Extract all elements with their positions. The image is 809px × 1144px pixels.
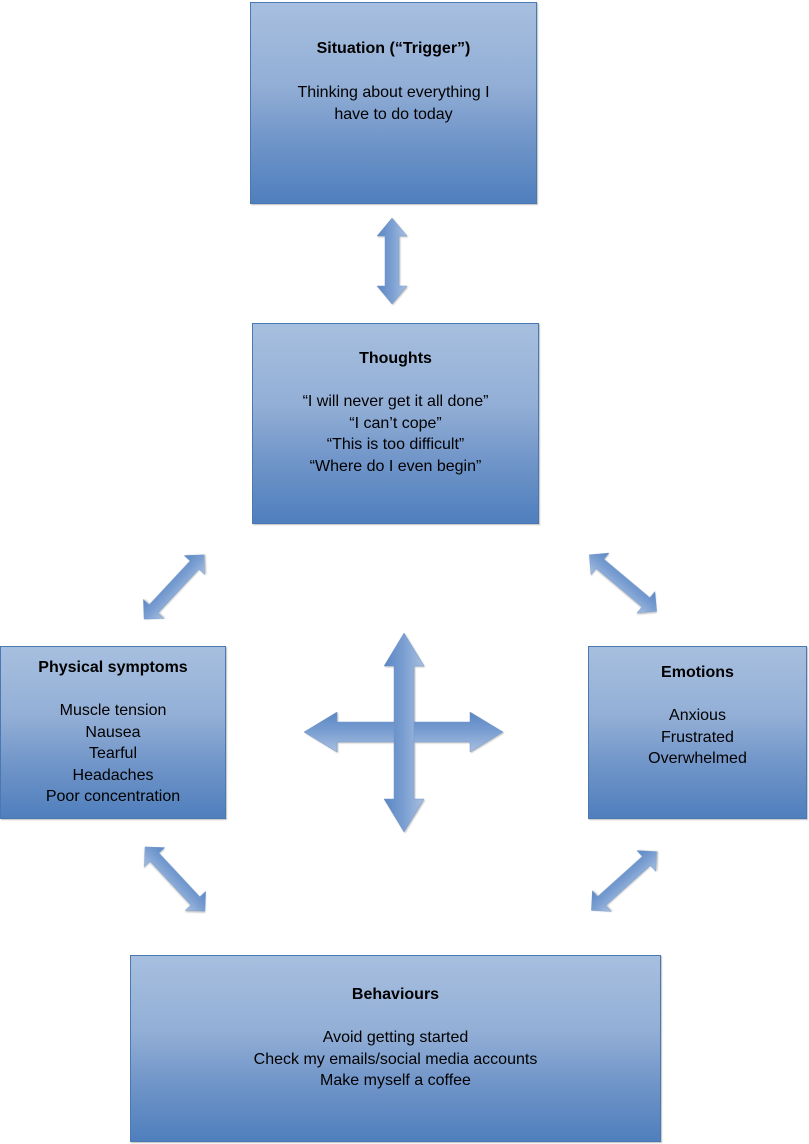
symptom-line: Headaches [72,766,154,784]
behaviours-lines: Avoid getting started Check my emails/so… [131,1027,660,1092]
four-way-arrow-icon [303,632,504,833]
emotions-box: Emotions Anxious Frustrated Overwhelmed [588,646,807,819]
situation-line: Thinking about everything I [297,84,490,101]
thought-line: “I can’t cope” [349,414,442,432]
behaviours-title: Behaviours [351,986,440,1003]
situation-title: Situation (“Trigger”) [316,40,471,57]
emotion-line: Frustrated [661,728,734,746]
thought-line: “I will never get it all done” [302,393,489,410]
thoughts-box: Thoughts “I will never get it all done” … [252,323,539,524]
symptom-line: Tearful [88,745,138,762]
double-arrow-diagonal-icon [143,554,205,620]
thought-line: “This is too difficult” [326,436,465,453]
emotions-title: Emotions [661,664,734,681]
behaviour-line: Make myself a coffee [320,1072,471,1089]
symptom-line: Nausea [85,723,141,741]
double-arrow-vertical-icon [376,217,408,305]
situation-line: have to do today [334,105,453,123]
symptom-line: Poor concentration [45,788,181,805]
thoughts-title: Thoughts [359,350,432,367]
emotion-line: Overwhelmed [648,750,747,767]
situation-box: Situation (“Trigger”) Thinking about eve… [250,2,537,204]
behaviour-line: Check my emails/social media accounts [253,1050,538,1068]
behaviours-box: Behaviours Avoid getting started Check m… [130,955,661,1142]
physical-symptoms-box: Physical symptoms Muscle tension Nausea … [0,646,226,819]
emotion-line: Anxious [669,707,726,724]
behaviour-line: Avoid getting started [322,1029,469,1046]
physical-symptoms-lines: Muscle tension Nausea Tearful Headaches … [1,700,225,808]
double-arrow-diagonal-icon [591,850,657,912]
physical-symptoms-title: Physical symptoms [38,659,188,676]
double-arrow-diagonal-icon [589,552,657,614]
thoughts-lines: “I will never get it all done” “I can’t … [253,391,538,477]
double-arrow-diagonal-icon [144,846,206,912]
situation-lines: Thinking about everything I have to do t… [251,82,536,125]
thought-line: “Where do I even begin” [309,457,482,475]
symptom-line: Muscle tension [59,702,167,719]
emotions-lines: Anxious Frustrated Overwhelmed [589,705,806,770]
